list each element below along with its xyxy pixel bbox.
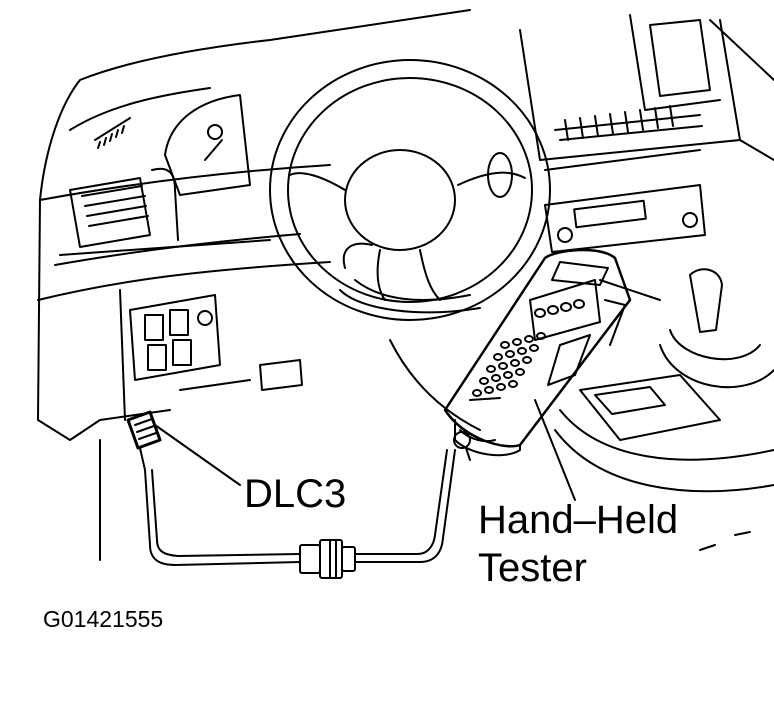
figure-id: G01421555 bbox=[43, 606, 164, 632]
tester-keypad bbox=[472, 332, 546, 397]
dashboard-outline bbox=[37, 9, 471, 441]
tester-cable bbox=[144, 449, 456, 579]
hand-held-tester-device bbox=[443, 248, 632, 461]
dlc3-label: DLC3 bbox=[244, 472, 347, 516]
tester-label: Tester bbox=[478, 546, 587, 590]
gauge-cluster bbox=[94, 94, 251, 196]
leader-lines bbox=[154, 399, 576, 501]
steering-wheel bbox=[269, 59, 551, 321]
hand-held-label: Hand–Held bbox=[478, 498, 679, 542]
lower-left-panel bbox=[99, 289, 481, 561]
dlc3-connector bbox=[126, 410, 162, 471]
center-console bbox=[519, 14, 774, 253]
gear-shifter bbox=[554, 268, 774, 551]
